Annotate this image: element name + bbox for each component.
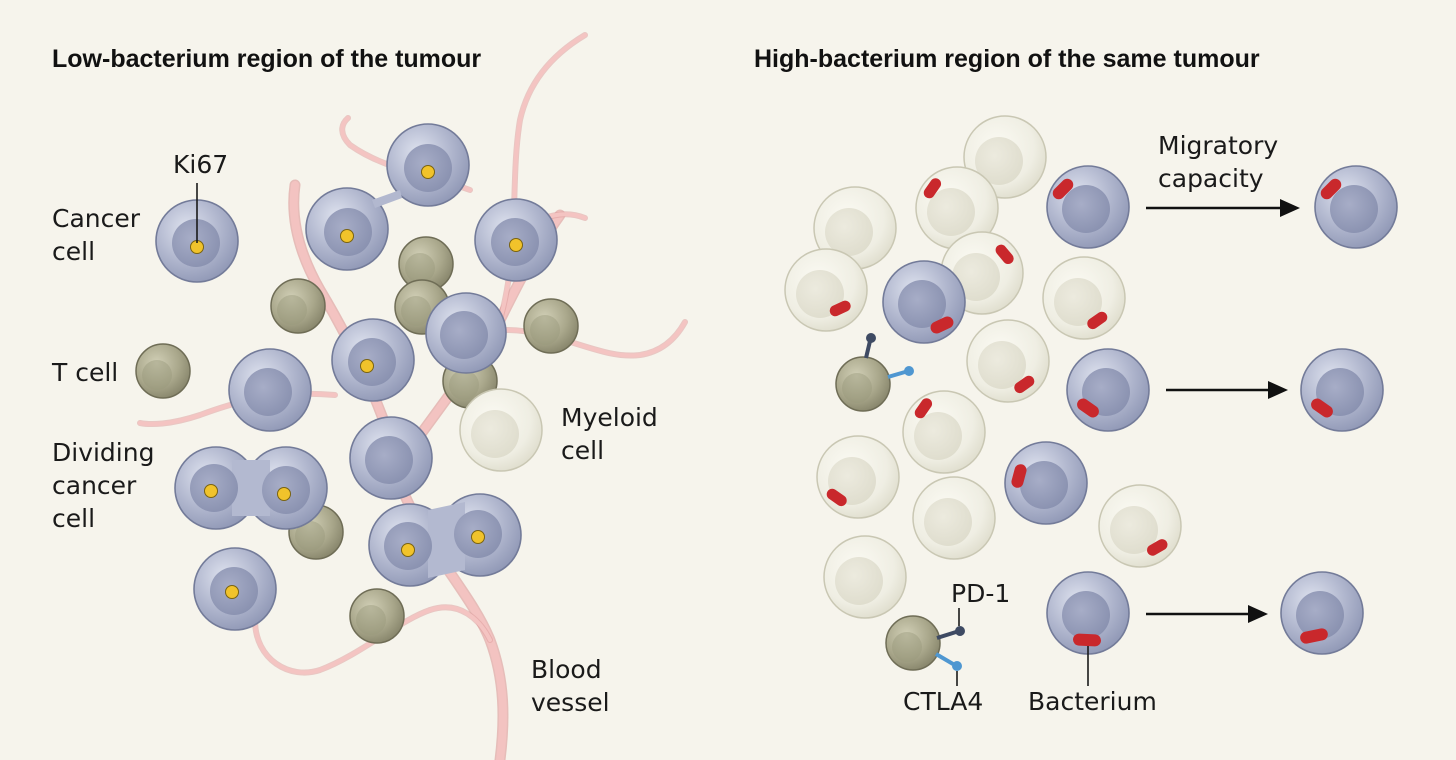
blood-vessel-label-line-1: Blood <box>531 655 602 684</box>
cancer-cell <box>474 198 558 282</box>
t-cell <box>270 278 326 334</box>
pd1-label: PD-1 <box>951 579 1010 608</box>
blood-vessel-label-line-2: vessel <box>531 688 610 717</box>
myeloid-cell-label-line-2: cell <box>561 436 604 465</box>
dividing-cancer-cells <box>174 123 522 587</box>
migration-arrow <box>1146 605 1268 623</box>
bacterium-label: Bacterium <box>1028 687 1157 716</box>
t-cell-label: T cell <box>51 358 118 387</box>
myeloid-cell <box>1098 484 1182 568</box>
cancer-cell <box>331 318 415 402</box>
left-myeloid-cell <box>459 388 543 472</box>
myeloid-cell <box>966 319 1050 403</box>
cancer-cell <box>1046 571 1130 655</box>
cancer-cell <box>425 292 507 374</box>
t-cell-with-receptors <box>885 615 965 671</box>
left-cancer-cells <box>155 198 558 631</box>
left-labels: Ki67 Cancer cell T cell Dividing cancer … <box>51 150 658 717</box>
ctla4-receptor-head <box>952 661 962 671</box>
dividing-cancer-cell <box>368 493 522 587</box>
migratory-capacity-label-line-2: capacity <box>1158 164 1264 193</box>
right-panel-title: High-bacterium region of the same tumour <box>754 45 1260 73</box>
left-panel-title: Low-bacterium region of the tumour <box>52 45 481 73</box>
pd1-receptor-head <box>955 626 965 636</box>
cancer-cell-label-line-2: cell <box>52 237 95 266</box>
right-panel: High-bacterium region of the same tumour <box>754 45 1398 716</box>
myeloid-cell <box>915 166 999 250</box>
cancer-cell <box>1046 165 1130 249</box>
dividing-cancer-cell <box>174 446 328 530</box>
dividing-cancer-cell-label-line-3: cell <box>52 504 95 533</box>
ctla4-label: CTLA4 <box>903 687 983 716</box>
myeloid-cell <box>902 390 986 474</box>
myeloid-cell <box>912 476 996 560</box>
dividing-cancer-cell-label-line-2: cancer <box>52 471 137 500</box>
cancer-cell <box>228 348 312 432</box>
right-cancer-cells <box>882 165 1398 655</box>
myeloid-cell <box>813 186 897 270</box>
ki67-label: Ki67 <box>173 150 228 179</box>
ctla4-receptor <box>887 370 906 379</box>
right-myeloid-cells <box>784 115 1182 619</box>
ctla4-receptor-head <box>904 366 914 376</box>
myeloid-cell <box>816 435 900 519</box>
migration-arrow <box>1146 199 1300 217</box>
pd1-receptor <box>936 630 957 640</box>
dividing-cancer-cell-label-line-1: Dividing <box>52 438 154 467</box>
migrated-cancer-cell <box>1314 165 1398 249</box>
migratory-capacity-label-line-1: Migratory <box>1158 131 1278 160</box>
myeloid-cell-label-line-1: Myeloid <box>561 403 658 432</box>
cancer-cell <box>1066 348 1150 432</box>
pd1-receptor <box>864 340 872 359</box>
t-cell-with-receptors <box>835 333 914 412</box>
cancer-cell <box>882 260 966 344</box>
pd1-receptor-head <box>866 333 876 343</box>
right-t-cells <box>835 333 965 671</box>
left-panel: Low-bacterium region of the tumour <box>51 32 688 760</box>
ctla4-receptor <box>934 652 955 666</box>
migration-arrow <box>1166 381 1288 399</box>
dividing-cancer-cell <box>305 123 470 271</box>
myeloid-cell <box>784 248 868 332</box>
cancer-cell-label-line-1: Cancer <box>52 204 141 233</box>
t-cell <box>523 298 579 354</box>
cancer-cell <box>193 547 277 631</box>
right-labels: Migratory capacity PD-1 CTLA4 Bacterium <box>903 131 1278 716</box>
myeloid-cell <box>823 535 907 619</box>
t-cell <box>135 343 191 399</box>
cancer-cell <box>1004 441 1088 525</box>
migrated-cancer-cell <box>1280 571 1364 655</box>
myeloid-cell <box>1042 256 1126 340</box>
migration-arrows <box>1146 199 1300 623</box>
t-cell <box>349 588 405 644</box>
cancer-cell <box>349 416 433 500</box>
migrated-cancer-cell <box>1300 348 1384 432</box>
